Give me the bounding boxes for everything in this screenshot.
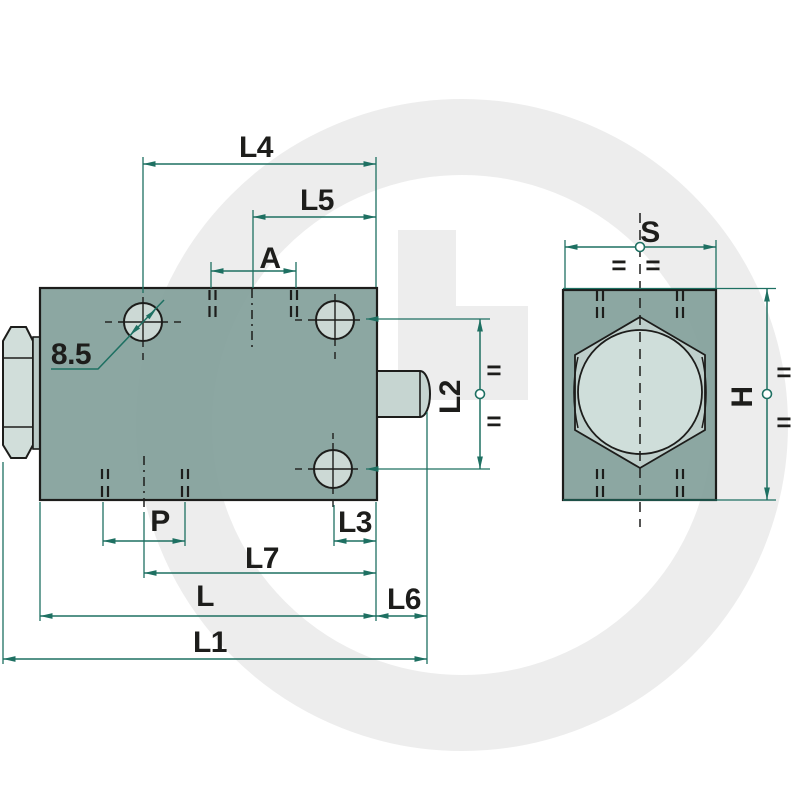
dim-label-a: A [259,242,280,275]
mounting-hole-bottom [295,433,358,507]
dim-label-l4: L4 [239,131,274,164]
symmetry-mark: = [486,406,501,436]
dim-label-l3: L3 [338,506,372,539]
dim-label-s: S [640,216,660,249]
dim-label-l: L [196,580,214,613]
dim-label-l6: L6 [387,583,421,616]
dimension-lines [2,157,776,664]
thread-ticks-side [595,291,685,497]
side-pin-plug [376,370,431,418]
symmetry-mark: = [611,250,626,280]
dim-label-l7: L7 [245,542,279,575]
dim-label-diameter: 8.5 [51,338,91,371]
dim-label-h: H [726,386,759,407]
mounting-hole-top-right [295,294,360,359]
front-view [2,286,431,510]
hex-nut-fitting [2,326,34,459]
midpoint-marker-l2 [474,388,486,400]
diameter-leader [51,299,165,370]
dimension-labels: L4 L5 A 8.5 P L3 L7 L L6 L1 L2 S H = = =… [51,131,792,659]
dim-label-p: P [150,505,170,538]
dim-label-l1: L1 [193,626,227,659]
hex-chamfer-left [573,356,579,429]
thread-ticks-front [100,290,299,497]
symmetry-mark: = [776,407,791,437]
symmetry-mark: = [486,355,501,385]
symmetry-mark: = [645,250,660,280]
side-view [561,213,718,527]
dim-label-l5: L5 [300,184,334,217]
midpoint-marker-h [761,388,773,400]
hex-chamfer-right [701,356,707,429]
dim-label-l2: L2 [434,380,467,414]
midpoint-marker-s [634,241,646,253]
symmetry-mark: = [776,357,791,387]
